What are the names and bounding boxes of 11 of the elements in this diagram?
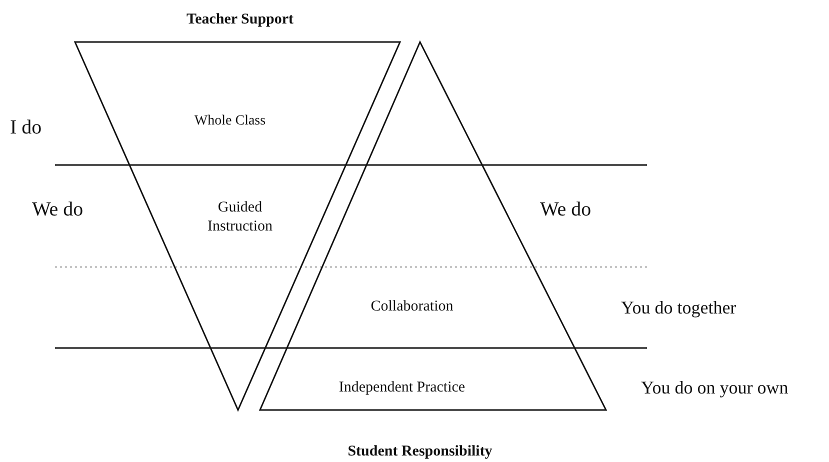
band-text: Collaboration [370, 298, 454, 316]
heading: Student Responsibility [348, 442, 492, 462]
band-text: Independent Practice [338, 378, 466, 398]
side-label: We do [540, 198, 592, 222]
side-label: You do together [621, 298, 736, 318]
heading: Teacher Support [186, 10, 294, 30]
side-label: I do [10, 116, 42, 140]
side-label: You do on your own [641, 378, 788, 398]
band-text: Guided Instruction [206, 198, 274, 236]
side-label: We do [32, 198, 84, 222]
band-text: Whole Class [194, 112, 266, 130]
